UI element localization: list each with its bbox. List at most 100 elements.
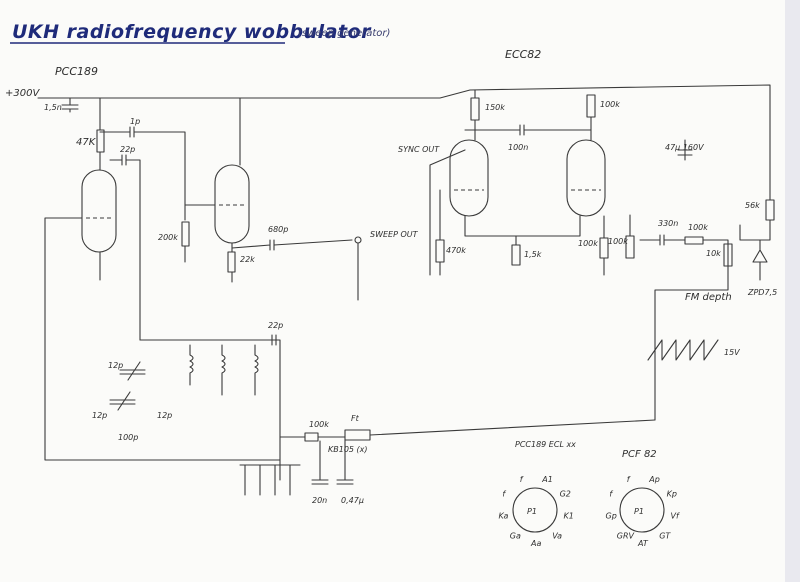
varicap-diodes [239, 464, 301, 496]
resistor-200k-label: 200k [158, 233, 178, 242]
resistor-470k [435, 239, 445, 263]
potentiometer-10k-label: 10k [706, 249, 721, 258]
trimmer-12p-a-label: 12p [108, 361, 123, 370]
pins_left-pin-7: Ka [499, 512, 509, 521]
sweep-out-label: SWEEP OUT [370, 230, 419, 239]
pinout-right-center: P1 [634, 507, 644, 516]
supply-rail [37, 84, 771, 201]
resistor-100k-a-label: 100k [578, 239, 598, 248]
pins_left-pin-5: Aa [530, 539, 541, 548]
pinout-left-center: P1 [527, 507, 537, 516]
pins_right-pin-2: Kp [667, 490, 677, 499]
scan-edge [785, 0, 800, 582]
trimmer-12p-b-label: 12p [92, 411, 107, 420]
pins_right-pin-5: AT [637, 539, 649, 548]
resistor-1-5k-label: 1,5k [524, 250, 542, 259]
resistor-1-5k [511, 244, 521, 266]
supply-label: +300V [5, 88, 40, 99]
supply-cap-value: 1,5n [44, 103, 62, 112]
filter-capacitors [311, 439, 354, 485]
resistor-56k-label: 56k [745, 201, 760, 210]
resistor-100k-b-label: 100k [608, 237, 628, 246]
pinout-right-socket [619, 487, 665, 533]
wire-left-tube [44, 217, 281, 461]
supply-capacitor [61, 97, 79, 113]
capacitor-330n-label: 330n [658, 219, 678, 228]
wire-fm-depth [654, 239, 729, 421]
capacitor-47u-label: 47µ 160V [665, 143, 704, 152]
tube-label-left: PCC189 [55, 65, 98, 78]
pins_left-pin-4: Va [552, 531, 562, 540]
diode-label: KB105 (x) [328, 445, 368, 454]
capacitor-1p [99, 126, 186, 221]
pins_left-pin-0: f [520, 475, 524, 484]
pins_left-pin-2: G2 [560, 490, 571, 499]
resistor-100k-top-label: 100k [600, 100, 620, 109]
resistor-22k-label: 22k [240, 255, 255, 264]
wire-ecc82-cathodes [464, 215, 581, 237]
resistor-100k-c [684, 236, 704, 245]
pins_left-pin-8: f [502, 490, 506, 499]
pinout-left-title: PCC189 ECL xx [515, 440, 576, 449]
wire-sync [429, 149, 466, 276]
pins_left-pin-1: A1 [541, 475, 553, 484]
capacitor-100n-label: 100n [508, 143, 528, 152]
capacitor-22p-a-label: 22p [120, 145, 135, 154]
resistor-100k-c-label: 100k [688, 223, 708, 232]
trimmer-12p-c-label: 12p [157, 411, 172, 420]
pins_right-pin-7: Gp [606, 512, 617, 521]
tube-mid-triode [214, 164, 250, 244]
wire-ecc82-plates [464, 116, 592, 141]
tube-ecc82-right [566, 139, 606, 217]
capacitor-22p-a [109, 154, 141, 341]
potentiometer-10k [723, 243, 733, 267]
resistor-100k-a [599, 237, 609, 259]
resistor-150k [470, 97, 480, 121]
capacitor-1p-label: 1p [130, 117, 140, 126]
resistor-100k-d-label: 100k [309, 420, 329, 429]
wire-tank-rail [139, 339, 281, 481]
pins_right-pin-0: f [627, 475, 631, 484]
tube-left-triode [81, 169, 117, 253]
diagram-title: UKH radiofrequency wobbulator [12, 21, 372, 43]
resistor-150k-label: 150k [485, 103, 505, 112]
tank-coils [189, 344, 259, 396]
sync-out-label: SYNC OUT [398, 145, 440, 154]
ft-label: Ft [351, 414, 360, 423]
pins_right-pin-1: Ap [648, 475, 660, 484]
resistor-47k-label: 47K [76, 137, 97, 148]
resistor-100k-top [586, 94, 596, 118]
capacitor-680p [231, 239, 353, 251]
pins_right-pin-8: f [609, 490, 613, 499]
capacitor-47u [677, 139, 693, 161]
capacitor-047-label: 0,47µ [341, 496, 364, 505]
zener-label: ZPD7,5 [747, 288, 777, 297]
sweep-out-jack [354, 236, 362, 244]
pins_right-pin-4: GT [659, 531, 671, 540]
capacitor-680p-label: 680p [268, 225, 288, 234]
capacitor-22p-b-label: 22p [268, 321, 283, 330]
tube-label-right: ECC82 [505, 48, 541, 61]
resistor-200k [181, 221, 190, 247]
capacitor-22p-b [267, 334, 277, 346]
resistor-22k [227, 251, 236, 273]
pins_left-pin-3: K1 [564, 512, 574, 521]
pinout-left-socket [512, 487, 558, 533]
zener-diode [739, 219, 771, 281]
pinout-right-title: PCF 82 [622, 449, 657, 460]
ramp-level-label: 15V [724, 348, 740, 357]
resistor-47k [96, 129, 105, 153]
capacitor-20n-label: 20n [312, 496, 327, 505]
capacitor-330n [639, 234, 686, 246]
wire-modulation [279, 419, 656, 442]
pins_left-pin-6: Ga [510, 531, 521, 540]
capacitor-100p-label: 100p [118, 433, 138, 442]
pins_right-pin-3: Vf [671, 512, 680, 521]
trimmer-12p-a [119, 361, 146, 381]
fm-depth-label: FM depth [685, 292, 732, 303]
sawtooth-waveform [647, 339, 719, 361]
